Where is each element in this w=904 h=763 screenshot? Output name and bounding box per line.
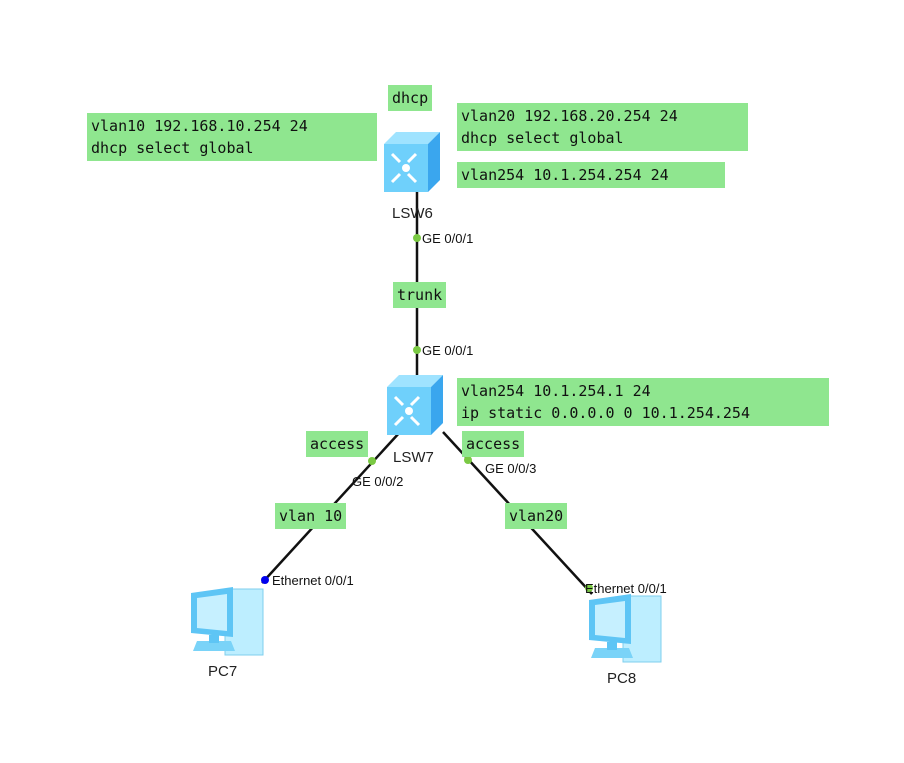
note-vlan20: vlan20 [505,503,568,529]
note-line: dhcp select global [91,139,254,157]
note-trunk: trunk [393,282,447,308]
note-dhcp: dhcp [388,85,433,111]
pc-icon[interactable] [583,592,665,668]
port-label: Ethernet 0/0/1 [272,573,354,588]
note-line: vlan20 192.168.20.254 24 [461,107,678,125]
port-label: Ethernet 0/0/1 [585,581,667,596]
note-lsw6-vlan10: vlan10 192.168.10.254 24 dhcp select glob… [87,113,377,161]
port-label: GE 0/0/1 [422,231,474,246]
note-lsw6-vlan254: vlan254 10.1.254.254 24 [457,162,725,188]
device-label-lsw7: LSW7 [393,449,434,466]
port-label: GE 0/0/2 [352,474,404,489]
port-dot [261,576,269,584]
device-label-pc7: PC7 [208,663,238,680]
device-label-lsw6: LSW6 [392,205,433,222]
port-dot [413,346,421,354]
pc-icon[interactable] [185,585,267,661]
note-line: dhcp select global [461,129,624,147]
note-lsw6-vlan20: vlan20 192.168.20.254 24 dhcp select glob… [457,103,748,151]
port-dot [413,234,421,242]
note-line: ip static 0.0.0.0 0 10.1.254.254 [461,404,750,422]
device-label-pc8: PC8 [607,670,637,687]
switch-icon[interactable] [380,130,444,194]
note-access-right: access [462,431,525,457]
port-dot [585,584,593,592]
port-dot [464,456,472,464]
note-line: vlan254 10.1.254.1 24 [461,382,651,400]
port-dot [368,457,376,465]
note-vlan10: vlan 10 [275,503,347,529]
switch-icon[interactable] [383,373,447,437]
note-lsw7-vlan254: vlan254 10.1.254.1 24 ip static 0.0.0.0 0… [457,378,829,426]
port-label: GE 0/0/3 [485,461,537,476]
note-access-left: access [306,431,369,457]
note-line: vlan10 192.168.10.254 24 [91,117,308,135]
port-label: GE 0/0/1 [422,343,474,358]
